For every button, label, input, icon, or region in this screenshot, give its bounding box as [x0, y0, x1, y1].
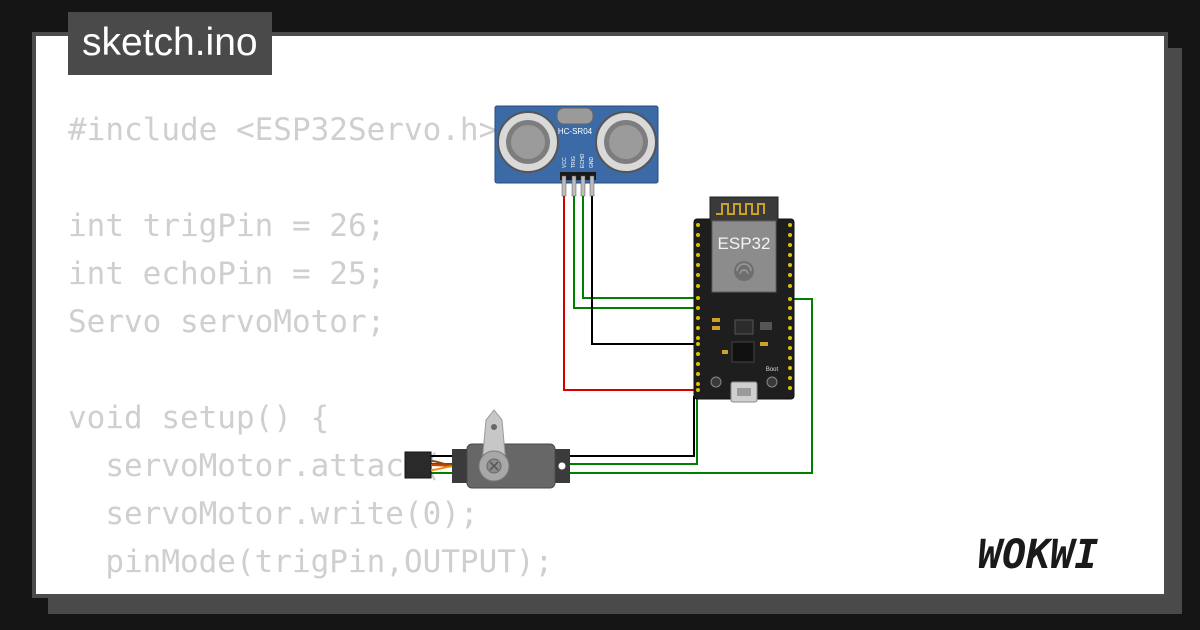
sensor-pin[interactable]: [561, 175, 567, 197]
code-line: servoMotor.write(0);: [68, 496, 479, 532]
code-line: #include <ESP32Servo.h>: [68, 112, 498, 148]
wire-trig[interactable]: [573, 196, 697, 309]
sensor-pin[interactable]: [580, 175, 586, 197]
servo-connector[interactable]: [404, 451, 432, 479]
wire-gnd[interactable]: [591, 196, 697, 345]
wifi-antenna: [709, 196, 779, 222]
sensor-pin-label: GND: [589, 157, 595, 169]
code-line: servoMotor.attach(: [68, 448, 442, 484]
esp32-module: [711, 220, 777, 293]
file-tab[interactable]: sketch.ino: [68, 12, 272, 75]
code-line: void setup() {: [68, 400, 330, 436]
pin-header-right: [788, 223, 792, 390]
esp32-board[interactable]: ESP32 Boot: [693, 196, 795, 403]
code-line: int trigPin = 26;: [68, 208, 386, 244]
code-line: Servo servoMotor;: [68, 304, 386, 340]
code-editor: #include <ESP32Servo.h> int trigPin = 26;…: [68, 106, 554, 594]
sensor-pin-label: ECHO: [580, 153, 586, 168]
wire-servo-signal[interactable]: [430, 298, 813, 474]
ultrasonic-sensor[interactable]: HC-SR04 VCC TRIG ECHO GND: [494, 105, 659, 197]
boot-label: Boot: [766, 367, 779, 373]
sensor-pin-label: VCC: [562, 157, 568, 168]
wokwi-logo[interactable]: WOKWI: [976, 524, 1156, 580]
servo-motor[interactable]: [404, 409, 570, 489]
sensor-label: HC-SR04: [558, 127, 593, 136]
board-label: ESP32: [718, 234, 771, 253]
usb-chip: [731, 341, 755, 363]
wire-echo[interactable]: [582, 196, 697, 299]
code-line: pinMode(trigPin,OUTPUT);: [68, 544, 554, 580]
wire-vcc[interactable]: [563, 196, 697, 391]
sensor-pin[interactable]: [589, 175, 595, 197]
code-line: pinMode(echoPin,INPUT);: [68, 586, 553, 594]
sensor-pin[interactable]: [571, 175, 577, 197]
brand-name: WOKWI: [978, 532, 1098, 578]
code-line: int echoPin = 25;: [68, 256, 386, 292]
sensor-pin-label: TRIG: [571, 156, 577, 168]
en-button[interactable]: [710, 376, 722, 388]
pin-header-left: [696, 223, 700, 392]
boot-button[interactable]: [766, 376, 778, 388]
